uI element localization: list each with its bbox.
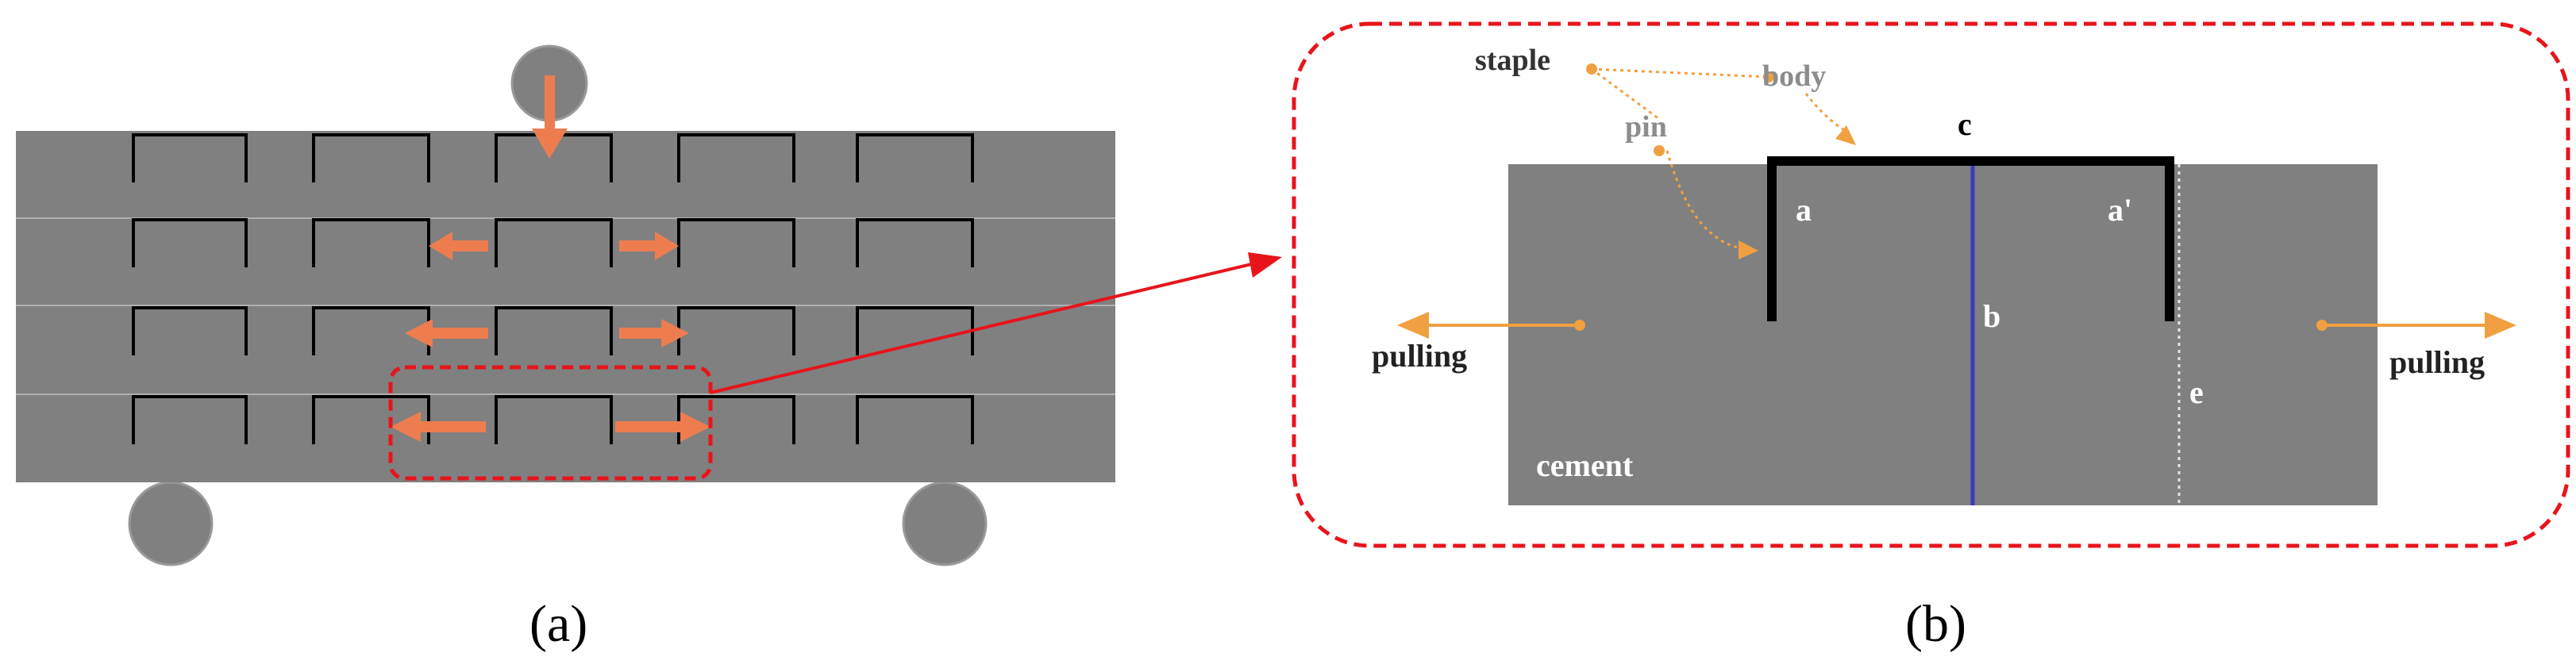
staple <box>495 218 613 267</box>
label-pulling-right: pulling <box>2389 344 2485 380</box>
caption-b: (b) <box>1905 595 1966 653</box>
staple <box>856 133 974 182</box>
label-pin: pin <box>1625 110 1667 144</box>
zoom-region <box>388 365 713 481</box>
zoom-connector-arrow <box>710 255 1280 394</box>
staple-detail <box>1767 156 2174 321</box>
caption-a: (a) <box>529 595 587 653</box>
label-e: e <box>2189 374 2204 410</box>
pulling-arrow-right <box>2316 312 2516 339</box>
label-pulling-left: pulling <box>1372 338 1467 374</box>
load-arrow <box>532 75 568 159</box>
pulling-arrow-left <box>1397 312 1585 339</box>
body-dot <box>1763 71 1774 83</box>
label-a-prime: a' <box>2108 192 2132 228</box>
arrow-left <box>405 319 488 347</box>
arrow-left <box>391 412 486 442</box>
staple <box>132 133 248 182</box>
staple <box>856 395 974 444</box>
tension-arrows <box>391 232 710 442</box>
staple <box>677 395 795 444</box>
body-pointer-head <box>1835 125 1856 145</box>
arrow-right <box>619 319 689 347</box>
label-body: body <box>1762 59 1826 93</box>
label-c: c <box>1958 106 1972 142</box>
cement-block <box>1508 164 2378 505</box>
staple <box>132 218 248 267</box>
pointer-lines <box>1591 67 1846 251</box>
staple <box>495 306 613 355</box>
label-a: a <box>1796 192 1812 228</box>
staple <box>132 395 248 444</box>
staple <box>495 395 613 444</box>
label-staple: staple <box>1475 44 1550 77</box>
staple-grid <box>132 133 974 444</box>
pin-dot <box>1654 145 1665 156</box>
staple <box>312 395 430 444</box>
staple <box>132 306 248 355</box>
arrow-right <box>615 412 710 442</box>
staple <box>677 218 795 267</box>
label-cement: cement <box>1536 447 1634 483</box>
left-support-roller <box>128 481 214 566</box>
pin-pointer-head <box>1739 240 1758 259</box>
zoom-connector-head <box>1248 252 1282 278</box>
label-b: b <box>1983 298 2000 334</box>
panel-a <box>16 44 1115 566</box>
panel-b: staple body pin c a a' b e pulling pulli… <box>1292 21 2570 548</box>
staple <box>856 218 974 267</box>
right-support-roller <box>902 481 988 566</box>
staple <box>312 133 430 182</box>
detail-frame <box>1292 21 2570 548</box>
staple <box>312 218 430 267</box>
arrow-left <box>429 232 488 260</box>
arrow-right <box>619 232 679 260</box>
staple-dot <box>1586 63 1597 75</box>
staple <box>677 133 795 182</box>
